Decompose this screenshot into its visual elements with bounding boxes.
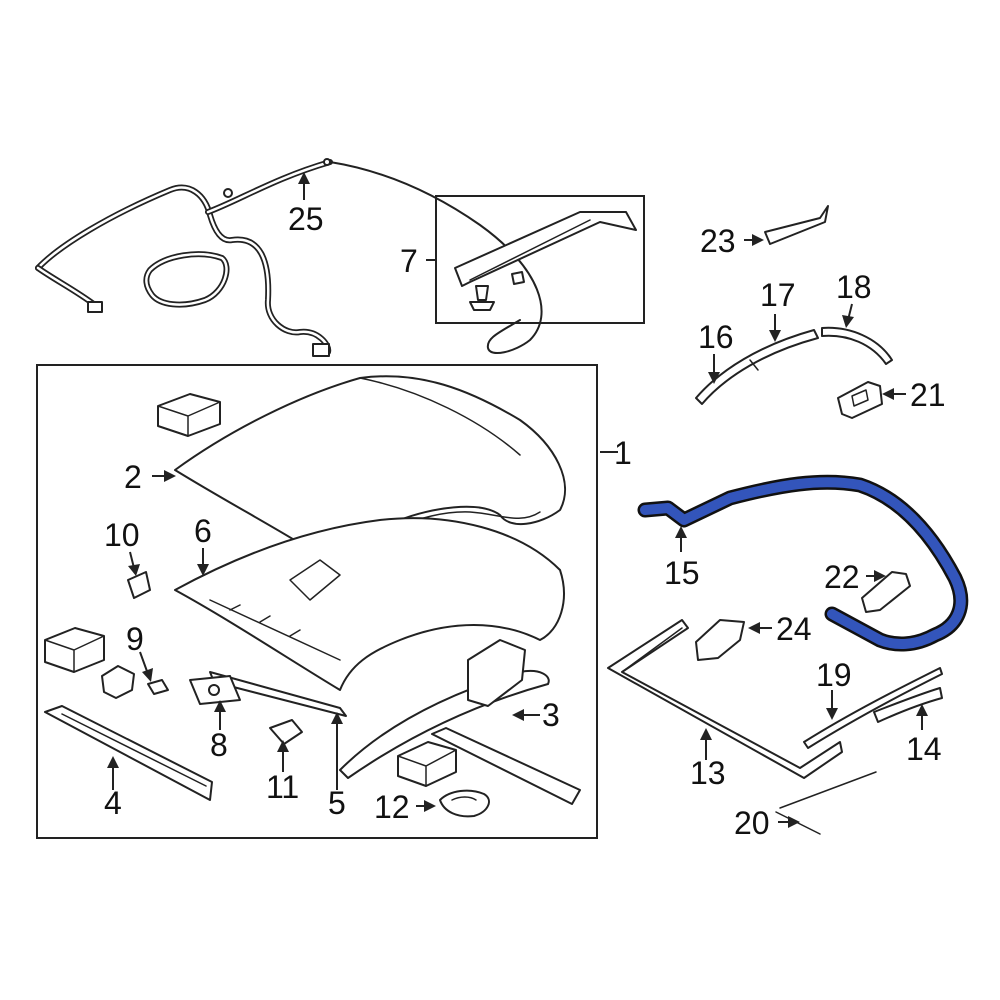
callout-10[interactable]: 10 — [104, 517, 140, 553]
callout-23[interactable]: 23 — [700, 223, 736, 259]
callout-9[interactable]: 9 — [126, 621, 144, 657]
part-10-connector — [127, 571, 151, 599]
callout-6[interactable]: 6 — [194, 513, 212, 549]
callout-13[interactable]: 13 — [690, 755, 726, 791]
part-15-weatherstrip — [637, 474, 969, 652]
box-left — [44, 627, 105, 673]
part-14-strip — [873, 687, 943, 723]
part-19-strip — [803, 667, 943, 749]
callout-8[interactable]: 8 — [210, 727, 228, 763]
callout-11[interactable]: 11 — [266, 769, 299, 805]
part-22-bracket — [861, 571, 911, 613]
part-rail-right — [431, 727, 581, 805]
part-12-cover — [439, 789, 490, 818]
callout-16[interactable]: 16 — [698, 319, 734, 355]
callout-15[interactable]: 15 — [664, 555, 700, 591]
callout-21[interactable]: 21 — [910, 377, 946, 413]
callout-22[interactable]: 22 — [824, 559, 860, 595]
callout-12[interactable]: 12 — [374, 789, 410, 825]
part-6-inner-frame — [174, 517, 565, 691]
part-9-clip — [147, 679, 169, 695]
part-latch-left — [101, 665, 135, 699]
callout-17[interactable]: 17 — [760, 277, 796, 313]
callout-5[interactable]: 5 — [328, 785, 346, 821]
part-16-17-18-rail-moulding — [695, 326, 893, 405]
callout-4[interactable]: 4 — [104, 785, 122, 821]
part-24-bracket — [695, 619, 745, 661]
part-4-deflector — [44, 705, 213, 801]
part-11-bracket — [269, 719, 303, 745]
part-7-cable-bracket — [454, 211, 637, 311]
callout-leaders — [107, 172, 928, 828]
callout-3[interactable]: 3 — [542, 697, 560, 733]
part-23-trim-strip — [764, 205, 829, 245]
part-13-lower-frame — [607, 619, 843, 779]
box-top — [157, 393, 221, 437]
callout-20[interactable]: 20 — [734, 805, 770, 841]
part-21-clip — [837, 381, 883, 419]
assembly-frame-1 — [36, 364, 598, 839]
part-8-actuator — [189, 675, 241, 705]
callout-labels: 1 2 3 4 5 6 7 8 9 10 11 12 13 14 15 16 1… — [104, 201, 946, 841]
callout-1[interactable]: 1 — [614, 435, 632, 471]
callout-14[interactable]: 14 — [906, 731, 942, 767]
callout-18[interactable]: 18 — [836, 269, 872, 305]
callout-19[interactable]: 19 — [816, 657, 852, 693]
part-3-rear-bow — [339, 639, 550, 779]
callout-24[interactable]: 24 — [776, 611, 812, 647]
callout-25[interactable]: 25 — [288, 201, 324, 237]
callout-2[interactable]: 2 — [124, 459, 142, 495]
box-bottom — [397, 741, 457, 787]
callout-7[interactable]: 7 — [400, 243, 418, 279]
part-25-wiring-harness — [35, 158, 543, 357]
